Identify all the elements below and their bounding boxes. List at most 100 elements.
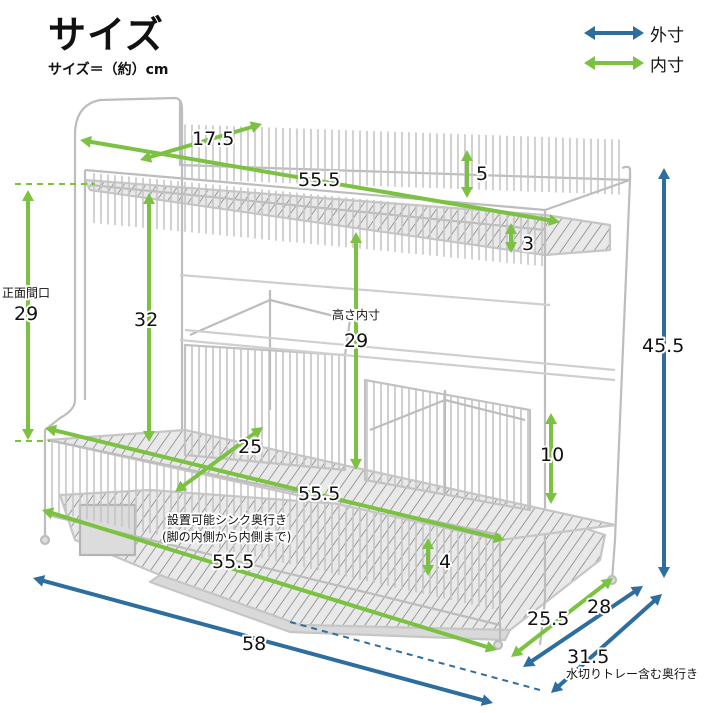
arrow-head xyxy=(551,681,564,693)
label-outer-depth: 28 xyxy=(587,596,611,618)
arrow-head xyxy=(80,135,92,148)
arrow-head xyxy=(143,193,155,204)
label-inner-height-caption: 高さ内寸 xyxy=(332,307,380,322)
dim-arrow-left-clearance xyxy=(143,193,155,442)
label-sink-depth-caption-2: (脚の内側から内側まで) xyxy=(162,529,291,544)
label-basket-height: 10 xyxy=(540,444,564,466)
arrow-shaft xyxy=(529,589,637,664)
arrow-head xyxy=(630,586,643,598)
arrow-head xyxy=(22,190,34,201)
arrow-head xyxy=(658,168,670,179)
dish-rack-right xyxy=(363,378,532,512)
label-left-clearance: 32 xyxy=(134,309,158,331)
arrow-head xyxy=(422,538,434,549)
arrow-head xyxy=(523,655,536,667)
dim-arrow-sink-depth xyxy=(42,507,497,653)
arrow-head xyxy=(658,567,670,578)
arrow-head xyxy=(42,507,55,519)
arrow-shaft xyxy=(40,578,486,703)
dim-arrow-tray-rail-height xyxy=(422,538,434,576)
rack-illustration xyxy=(39,96,632,651)
frame-left-front xyxy=(73,96,184,430)
foot xyxy=(492,639,504,651)
label-inner-height: 29 xyxy=(344,330,368,352)
unit-note: サイズ＝（約）cm xyxy=(48,62,169,78)
legend-item-inner: 内寸 xyxy=(584,48,684,78)
arrow-head xyxy=(548,214,560,227)
label-front-opening-caption: 正面間口 xyxy=(2,286,50,300)
dim-arrow-inner-depth xyxy=(511,578,613,657)
label-sink-depth: 55.5 xyxy=(212,551,254,573)
arrow-head xyxy=(143,431,155,442)
dish-rack-left xyxy=(183,343,347,472)
dim-arrow-top-rail-height xyxy=(461,150,473,198)
arrow-shaft xyxy=(88,139,552,223)
arrow-head xyxy=(511,645,524,657)
arrow-head xyxy=(249,121,262,133)
arrow-head xyxy=(484,641,497,653)
label-top-rail-height: 5 xyxy=(476,163,488,185)
arrow-head xyxy=(140,151,153,163)
label-total-width: 58 xyxy=(242,633,266,655)
arrow-head xyxy=(250,427,263,439)
dim-arrow-tray-depth xyxy=(551,594,662,693)
dim-arrow-inner-height xyxy=(350,232,362,470)
label-top-shelf-height: 3 xyxy=(522,233,534,255)
arrow-head xyxy=(33,575,46,587)
label-inner-depth: 25.5 xyxy=(527,608,569,630)
arrow-shaft xyxy=(49,510,490,650)
dim-arrow-top-width xyxy=(80,135,560,227)
double-arrow-blue-icon xyxy=(584,26,644,40)
label-tray-depth-caption: 水切りトレー含む奥行き xyxy=(566,666,698,681)
arrow-head xyxy=(175,480,188,492)
label-bottom-width: 55.5 xyxy=(298,483,340,505)
guide-lines xyxy=(15,183,541,691)
legend-label-inner: 内寸 xyxy=(650,55,684,76)
label-front-opening: 29 xyxy=(14,303,38,325)
arrow-head xyxy=(350,232,362,243)
dimension-labels: 17.5 55.5 5 3 正面間口 29 32 高さ内寸 29 45.5 25… xyxy=(0,126,700,683)
arrow-head xyxy=(545,493,557,504)
arrow-shaft xyxy=(180,430,258,489)
dim-arrow-basket-height xyxy=(545,413,557,504)
arrow-head xyxy=(649,594,662,606)
arrow-head xyxy=(480,694,493,706)
page-title: サイズ xyxy=(48,13,164,57)
legend: 外寸 内寸 xyxy=(584,18,684,78)
label-bottom-depth: 25 xyxy=(238,436,262,458)
dim-arrow-bottom-depth xyxy=(175,427,263,492)
dim-arrow-front-opening xyxy=(22,190,34,440)
arrow-head xyxy=(350,459,362,470)
arrow-head xyxy=(545,413,557,424)
dim-arrow-top-depth xyxy=(140,121,262,163)
arrow-shaft xyxy=(556,598,657,689)
arrow-head xyxy=(505,242,517,253)
arrow-head xyxy=(45,424,58,437)
lower-deck xyxy=(46,428,617,542)
arrow-head xyxy=(492,531,505,544)
dim-arrow-bottom-width xyxy=(45,424,505,544)
arrow-shaft xyxy=(53,428,497,540)
label-tray-depth: 31.5 xyxy=(567,646,609,668)
dimension-arrows xyxy=(22,121,670,706)
label-total-height: 45.5 xyxy=(642,335,684,357)
dim-arrow-top-shelf-height xyxy=(505,223,517,253)
arrow-head xyxy=(600,578,613,590)
legend-item-outer: 外寸 xyxy=(584,18,684,48)
label-top-width: 55.5 xyxy=(298,169,340,191)
arrow-head xyxy=(22,429,34,440)
double-arrow-green-icon xyxy=(584,56,644,70)
arrow-shaft xyxy=(147,124,255,160)
arrow-head xyxy=(461,187,473,198)
arrow-head xyxy=(461,150,473,161)
dim-arrow-total-height xyxy=(658,168,670,578)
legend-label-outer: 外寸 xyxy=(650,25,684,46)
label-tray-rail-height: 4 xyxy=(439,551,451,573)
arrow-head xyxy=(505,223,517,234)
dim-arrow-total-width xyxy=(33,575,493,706)
foot xyxy=(39,534,51,546)
label-sink-depth-caption-1: 設置可能シンク奥行き xyxy=(167,512,287,527)
dim-arrow-outer-depth xyxy=(523,586,643,667)
arrow-head xyxy=(422,565,434,576)
